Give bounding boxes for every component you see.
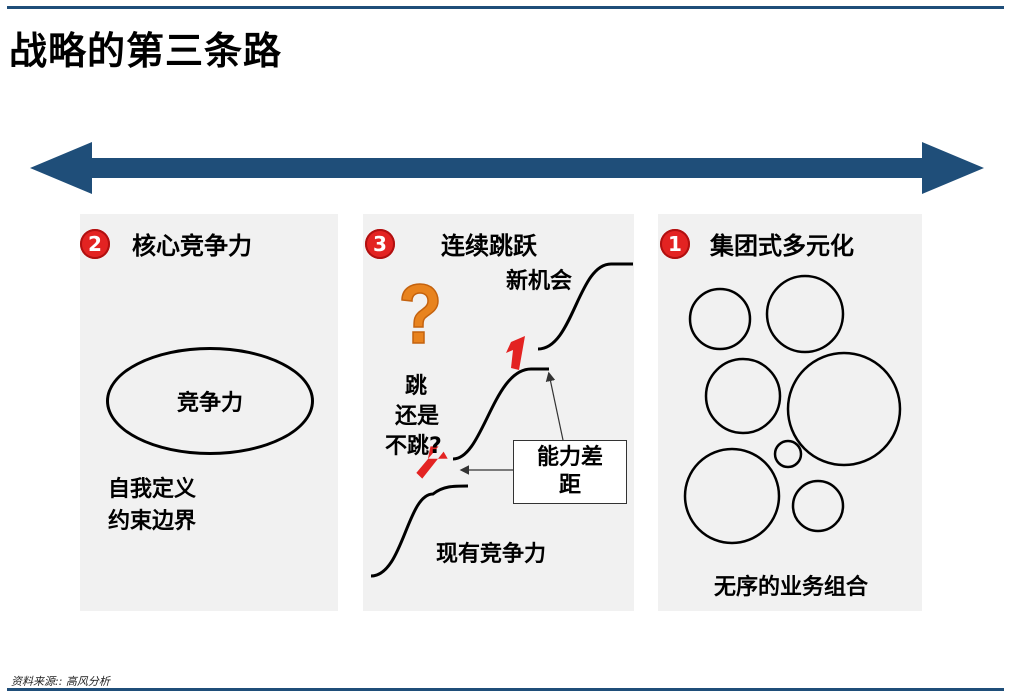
- red-arrow-lower: [416, 446, 448, 479]
- gap-line-2: 距: [558, 473, 581, 498]
- question-mark-icon: [396, 282, 442, 356]
- jump-line-3: 不跳?: [385, 434, 442, 459]
- current-competence-label: 现有竞争力: [436, 542, 547, 567]
- number-badge: 3: [365, 228, 395, 259]
- panel-continuous-leap: 3 连续跳跃 新机会 跳 还是 不跳?: [363, 214, 634, 611]
- panel-title: 核心竞争力: [132, 232, 252, 260]
- new-opportunity-label: 新机会: [506, 269, 573, 294]
- business-circle: [765, 274, 845, 354]
- note-line-2: 约束边界: [108, 509, 197, 534]
- number-badge: 1: [660, 228, 690, 259]
- panel-group-diversification: 1 集团式多元化 无序的业务组合: [658, 214, 922, 611]
- business-circle: [688, 287, 752, 351]
- source-note: 资料来源:: 高风分析: [11, 675, 110, 688]
- competence-ellipse: 竞争力: [106, 347, 314, 455]
- business-circles: [683, 274, 902, 545]
- s-curves: [370, 262, 633, 578]
- gap-line-1: 能力差: [536, 445, 603, 470]
- top-rule: [7, 6, 1004, 9]
- note-line-1: 自我定义: [108, 477, 197, 502]
- red-arrow-upper: [506, 336, 525, 370]
- business-circle: [791, 479, 845, 533]
- panel-title: 连续跳跃: [441, 232, 537, 260]
- capability-gap-box: 能力差 距: [513, 440, 627, 504]
- page-title: 战略的第三条路: [9, 29, 283, 73]
- business-circle: [773, 439, 803, 469]
- business-circle: [786, 351, 902, 467]
- jump-line-1: 跳: [405, 374, 428, 399]
- business-circle: [683, 447, 781, 545]
- panel-title: 集团式多元化: [710, 232, 854, 260]
- bottom-rule: [7, 688, 1004, 691]
- jump-line-2: 还是: [395, 404, 440, 429]
- number-badge: 2: [80, 228, 110, 259]
- ellipse-label: 竞争力: [176, 391, 243, 416]
- unordered-portfolio-caption: 无序的业务组合: [714, 575, 869, 600]
- business-circle: [704, 357, 782, 435]
- panel-core-competence: 2 核心竞争力 竞争力 自我定义 约束边界: [80, 214, 338, 611]
